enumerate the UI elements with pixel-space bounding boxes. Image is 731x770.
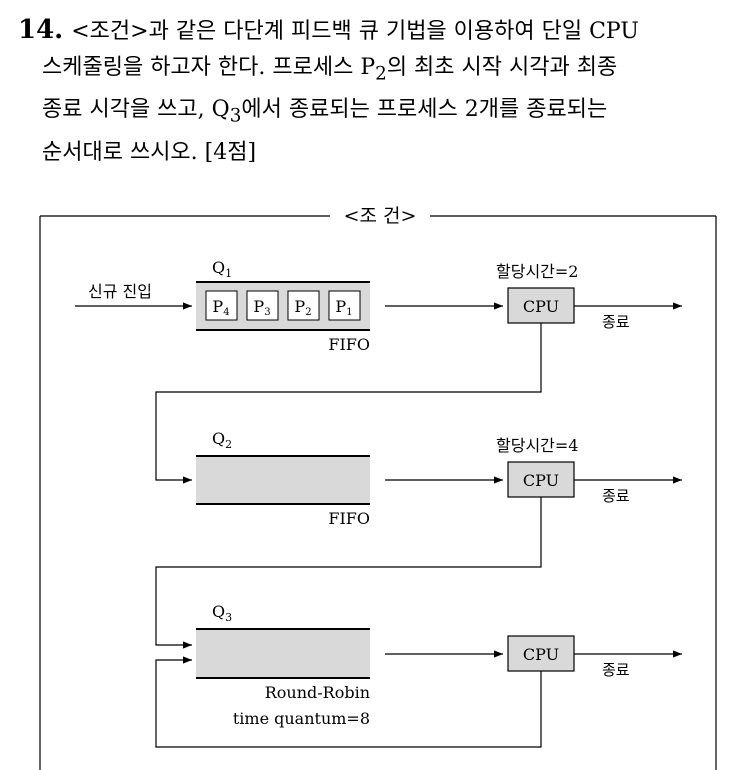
question-number: 14. <box>18 15 64 45</box>
process-p2: P2 <box>287 290 320 321</box>
svg-text:P1: P1 <box>335 297 352 318</box>
q3-time-quantum: time quantum=8 <box>233 709 370 728</box>
cpu-1-exit-label: 종료 <box>602 313 630 331</box>
cpu-1: CPU <box>507 287 575 324</box>
q1-to-q2-feedback <box>155 323 542 484</box>
question-line-2: 스케줄링을 하고자 한다. 프로세스 P2의 최초 시작 시각과 최종 <box>42 55 618 85</box>
q3-label: Q3 <box>212 602 232 624</box>
svg-text:CPU: CPU <box>523 471 559 490</box>
question-text: 14.<조건>과 같은 다단계 피드백 큐 기법을 이용하여 단일 CPU 스케… <box>18 12 718 171</box>
new-entry-label: 신규 진입 <box>88 282 152 301</box>
svg-text:P3: P3 <box>253 297 270 318</box>
svg-text:CPU: CPU <box>523 645 559 664</box>
q2-to-q3-feedback <box>155 497 542 649</box>
q2-body <box>196 457 370 503</box>
svg-text:P4: P4 <box>212 297 229 318</box>
cpu-3-exit-label: 종료 <box>602 661 630 679</box>
question-line-3: 종료 시각을 쓰고, Q3에서 종료되는 프로세스 2개를 종료되는 <box>42 97 608 127</box>
q2-quantum: 할당시간=4 <box>496 436 578 455</box>
process-p3: P3 <box>246 290 279 321</box>
condition-title: <조 건> <box>344 205 417 227</box>
q2-policy: FIFO <box>328 509 370 528</box>
cpu-2: CPU <box>507 461 575 498</box>
queue-q3: Q3 Round-Robin time quantum=8 <box>196 602 370 728</box>
question-line-4: 순서대로 쓰시오. [4점] <box>42 139 257 165</box>
svg-text:P2: P2 <box>294 297 311 318</box>
cpu-2-exit-label: 종료 <box>602 487 630 505</box>
queue-q1: Q1 P4 P3 P2 P1 FIFO <box>196 258 370 354</box>
q3-body <box>196 630 370 677</box>
svg-text:CPU: CPU <box>523 297 559 316</box>
process-p4: P4 <box>205 290 238 321</box>
process-p1: P1 <box>328 290 361 321</box>
q1-quantum: 할당시간=2 <box>496 262 578 281</box>
q3-round-robin-feedback <box>155 656 542 748</box>
cpu-3: CPU <box>507 635 575 672</box>
queue-q2: Q2 FIFO <box>196 429 370 528</box>
q1-label: Q1 <box>212 258 232 280</box>
q3-policy: Round-Robin <box>265 683 370 702</box>
q2-label: Q2 <box>212 429 232 451</box>
q1-policy: FIFO <box>328 335 370 354</box>
condition-frame: <조 건> <box>39 205 717 770</box>
question-line-1: 14.<조건>과 같은 다단계 피드백 큐 기법을 이용하여 단일 CPU <box>18 15 639 45</box>
